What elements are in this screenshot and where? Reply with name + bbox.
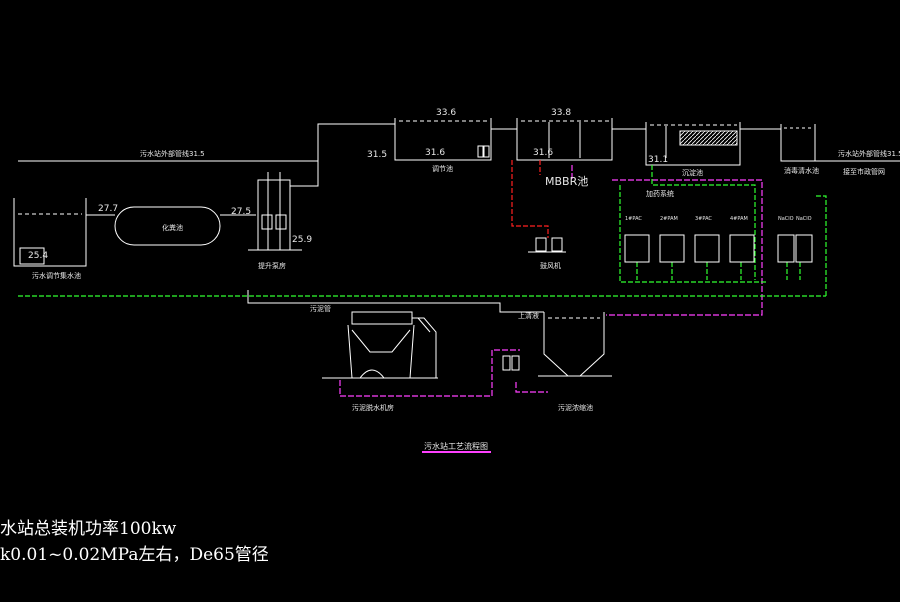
dosing-unit-label: 2#PAM: [660, 216, 678, 222]
label-outlet-pipe: 污水站外部管线31.5: [838, 149, 900, 158]
elev-mbbr-bottom: 31.6: [533, 148, 553, 158]
label-lift: 提升泵房: [258, 261, 286, 270]
blower-units: [528, 237, 566, 253]
sludge-pipeline: [339, 165, 763, 397]
label-settler: 沉淀池: [682, 168, 703, 177]
regulating-tank: [394, 118, 492, 161]
label-pool1: 调节池: [432, 164, 453, 173]
elev-mbbr-top: 33.8: [551, 108, 571, 118]
label-collect: 污水调节集水池: [32, 271, 81, 280]
disinfect-unit-label: NaClO: [778, 216, 794, 222]
sludge-dewatering-house: [322, 311, 438, 379]
label-mbbr: MBBR池: [545, 175, 588, 188]
elev-lift-bottom: 25.9: [292, 235, 312, 245]
label-blower: 鼓风机: [540, 261, 561, 270]
collection-pool: [13, 198, 87, 267]
diagram-title: 污水站工艺流程图: [424, 441, 488, 451]
elev-inlet-pipe: 31.5: [367, 150, 387, 160]
elev-collect-bottom: 25.4: [28, 251, 48, 261]
label-dosing: 加药系统: [646, 189, 674, 198]
label-discharge: 接至市政管网: [843, 167, 885, 176]
disinfection-tank: [780, 124, 816, 162]
label-tank: 化粪池: [162, 223, 183, 232]
elev-collect-pipe: 27.7: [98, 204, 118, 214]
sludge-pumps: [502, 355, 520, 371]
elev-tank-out: 27.5: [231, 207, 251, 217]
dosing-tanks: [624, 234, 813, 263]
septic-tank: [114, 206, 221, 246]
dosing-pipeline: [18, 165, 827, 297]
main-pipelines: [18, 123, 900, 313]
label-thickener: 污泥浓缩池: [558, 403, 593, 412]
elev-settler: 31.1: [648, 155, 668, 165]
label-disinfect: 消毒清水池: [784, 166, 819, 175]
label-supernatant: 上清液: [518, 311, 539, 320]
sludge-thickener: [538, 312, 612, 377]
dosing-unit-label: 4#PAM: [730, 216, 748, 222]
label-inlet-pipe: 污水站外部管线31.5: [140, 149, 205, 158]
elev-pool1-bottom: 31.6: [425, 148, 445, 158]
note-line-2: k0.01~0.02MPa左右，De65管径: [0, 545, 269, 565]
note-line-1: 水站总装机功率100kw: [0, 519, 177, 539]
air-pipeline: [511, 160, 549, 238]
settling-tank: [645, 122, 741, 166]
dosing-unit-label: 1#PAC: [625, 216, 642, 222]
disinfect-unit-label: NaClO: [796, 216, 812, 222]
mbbr-tank: [516, 118, 613, 161]
lift-pump-house: [248, 172, 302, 251]
dosing-unit-label: 3#PAC: [695, 216, 712, 222]
label-sludge-pipe: 污泥管: [310, 304, 331, 313]
elev-pool1: 33.6: [436, 108, 456, 118]
label-press: 污泥脱水机房: [352, 403, 394, 412]
